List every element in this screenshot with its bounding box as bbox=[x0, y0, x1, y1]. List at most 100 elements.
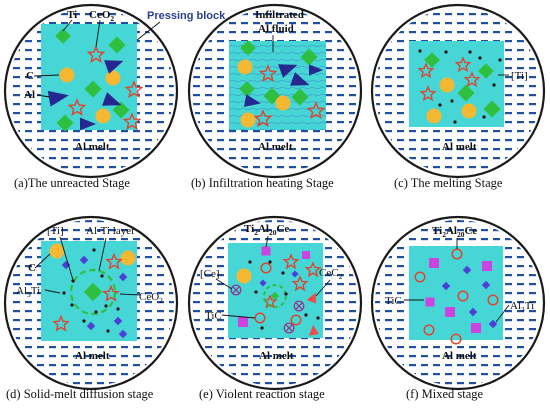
shrinking-al-ti-ring bbox=[263, 284, 287, 308]
ti2al20ce-particle bbox=[302, 251, 310, 259]
ti-particle bbox=[483, 100, 501, 118]
al-particle bbox=[244, 94, 261, 107]
ce-particle-cross bbox=[232, 286, 240, 294]
al3ti-particle bbox=[79, 255, 89, 265]
ti-particle bbox=[84, 80, 102, 98]
label-infiltrated-1: Infiltrated bbox=[255, 9, 304, 21]
panel-f-block bbox=[409, 246, 503, 340]
label-al3ti-d-part: 3 bbox=[27, 290, 31, 299]
label-ceo2-d-part: 2 bbox=[159, 296, 163, 305]
leader-line bbox=[495, 304, 510, 323]
ti2al20ce-particle bbox=[425, 297, 435, 307]
al-particle bbox=[290, 72, 310, 86]
carbon-particle bbox=[95, 108, 111, 124]
ceo2-particle bbox=[253, 109, 273, 127]
ceo2-particle bbox=[463, 71, 481, 88]
leader-line bbox=[315, 279, 331, 297]
ceo2-particle bbox=[304, 261, 322, 278]
label-c: C bbox=[26, 70, 34, 82]
label-cec2: CeC2 bbox=[319, 267, 343, 281]
al3ti-particle bbox=[259, 279, 267, 287]
dissolved-ti-dot bbox=[248, 260, 252, 264]
ceo2-particle bbox=[124, 80, 144, 98]
dissolved-ti-dot bbox=[450, 99, 454, 103]
tic-particle bbox=[450, 333, 462, 345]
label-tic-e: TiC bbox=[205, 310, 222, 322]
carbon-particle bbox=[275, 95, 291, 111]
label-cec2-part: 2 bbox=[339, 272, 343, 281]
label-cec2-part: CeC bbox=[319, 267, 339, 279]
leader-line bbox=[215, 278, 233, 290]
caption-b: (b) Infiltration heating Stage bbox=[191, 176, 334, 190]
label-infiltrated-2: Al fluid bbox=[258, 23, 294, 35]
leader-line bbox=[36, 94, 51, 98]
dissolved-ti-dot bbox=[82, 319, 86, 323]
leader-line bbox=[119, 293, 141, 296]
ceo2-particle bbox=[454, 56, 472, 73]
dissolved-ti-dot bbox=[453, 120, 457, 124]
ce-particle bbox=[230, 284, 242, 296]
dissolved-ti-dot bbox=[62, 291, 66, 295]
dissolved-ti-dot bbox=[468, 50, 472, 54]
dissolved-ti-dot bbox=[268, 260, 272, 264]
ti2al20ce-particle bbox=[482, 261, 492, 271]
ceo2-particle bbox=[258, 64, 278, 82]
ti-particle bbox=[457, 84, 475, 102]
ceo2-particle bbox=[306, 101, 326, 119]
dissolved-ti-dot bbox=[254, 290, 258, 294]
dissolved-ti-dot bbox=[281, 271, 285, 275]
ti-particle bbox=[55, 28, 71, 44]
dissolved-ti-dot bbox=[498, 58, 502, 62]
tic-particle bbox=[451, 248, 463, 260]
al3ti-particle bbox=[113, 316, 123, 326]
label-ti2al20ce-e-part: 2 bbox=[254, 228, 258, 237]
dissolved-ti-dot bbox=[116, 307, 120, 311]
caption-a: (a)The unreacted Stage bbox=[14, 176, 130, 190]
label-al-melt-f: Al melt bbox=[442, 350, 477, 362]
leader-line bbox=[221, 314, 256, 319]
leader-line bbox=[44, 289, 61, 294]
al3ti-particle bbox=[441, 281, 451, 291]
ceo2-particle bbox=[282, 253, 300, 270]
label-al3ti-d-part: Ti bbox=[31, 285, 40, 297]
dissolved-ti-dot bbox=[284, 292, 288, 296]
tic-particle bbox=[457, 290, 469, 302]
al-ti-layer-ring bbox=[69, 268, 117, 316]
caption-c: (c) The melting Stage bbox=[394, 176, 503, 190]
dissolved-ti-dot bbox=[106, 329, 110, 333]
label-al3ti-d-part: Al bbox=[16, 285, 27, 297]
ti-particle bbox=[240, 40, 256, 56]
al3ti-particle bbox=[481, 280, 491, 290]
ti-particle bbox=[112, 101, 130, 119]
tic-particle bbox=[260, 262, 272, 274]
al-particle bbox=[278, 64, 298, 78]
carbon-particle bbox=[240, 112, 256, 128]
al3ti-particle bbox=[118, 272, 128, 282]
ceo2-particle bbox=[291, 275, 309, 292]
ti-particle bbox=[239, 81, 255, 97]
ceo2-particle bbox=[105, 252, 123, 270]
ce-particle bbox=[293, 300, 305, 312]
dissolved-ti-dot bbox=[104, 304, 108, 308]
leader-line bbox=[136, 21, 161, 41]
ti2al20ce-particle bbox=[261, 246, 271, 256]
tic-particle bbox=[487, 294, 499, 306]
dissolved-ti-dot bbox=[316, 316, 320, 320]
carbon-particle bbox=[49, 243, 65, 259]
caption-d: (d) Solid-melt diffusion stage bbox=[6, 387, 154, 401]
ti-particle bbox=[291, 88, 309, 106]
al3ti-particle bbox=[488, 319, 498, 329]
label-ti2al20ce-e-part: Ti bbox=[244, 223, 254, 235]
ti2al20ce-particle bbox=[471, 323, 481, 333]
dissolved-ti-dot bbox=[94, 310, 98, 314]
carbon-particle bbox=[236, 268, 252, 284]
al3ti-particle bbox=[118, 329, 128, 339]
carbon-particle bbox=[426, 108, 442, 124]
label-al-melt-a: Al melt bbox=[75, 141, 110, 153]
al3ti-particle bbox=[86, 321, 96, 331]
label-ti2al20ce-e-part: 20 bbox=[269, 228, 277, 237]
ceo2-particle bbox=[122, 112, 142, 130]
